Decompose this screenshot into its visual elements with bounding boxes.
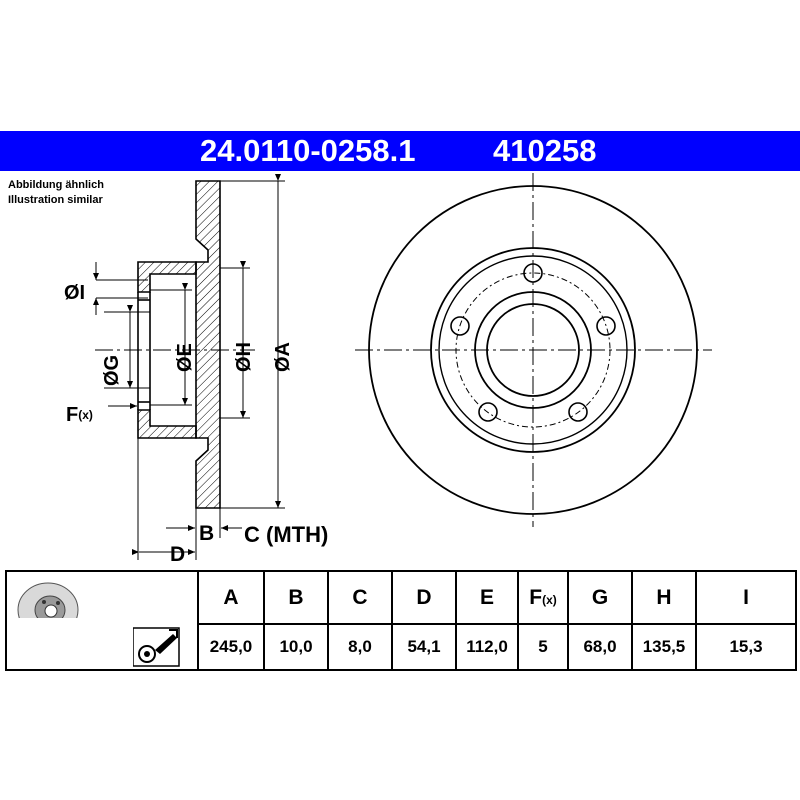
value-H: 135,5: [631, 623, 697, 671]
value-C: 8,0: [327, 623, 393, 671]
illustration-note: Abbildung ähnlich Illustration similar: [8, 178, 104, 208]
col-header-D: D: [391, 570, 457, 625]
dim-G: [104, 305, 150, 389]
hat-outer-circle: [430, 247, 636, 453]
dim-H: [220, 261, 250, 419]
thumbnail-cell: [5, 570, 199, 624]
label-G: ØG: [101, 355, 123, 386]
specs-value-row: 245,0 10,0 8,0 54,1 112,0 5 68,0 135,5 1…: [5, 623, 797, 671]
note-line-en: Illustration similar: [8, 194, 103, 206]
front-view: [355, 173, 712, 527]
value-E: 112,0: [455, 623, 519, 671]
dim-I: [93, 262, 148, 315]
note-line-de: Abbildung ähnlich: [8, 179, 104, 191]
col-header-A: A: [197, 570, 265, 625]
technical-drawing: ØI ØG ØE ØH ØA F(x) B C (MTH): [64, 173, 712, 566]
hat-section-bottom: [137, 409, 197, 439]
value-A: 245,0: [197, 623, 265, 671]
col-header-H: H: [631, 570, 697, 625]
label-I: ØI: [64, 282, 85, 304]
part-number: 24.0110-0258.1: [200, 133, 416, 168]
col-header-B: B: [263, 570, 329, 625]
hat-inner-circle: [438, 255, 628, 445]
specs-table: A B C D E F(x) G H I 245,0 10,0 8,0 54,1…: [5, 570, 797, 671]
col-header-F: F(x): [517, 570, 569, 625]
col-header-I: I: [695, 570, 797, 625]
bolt-hole: [450, 316, 470, 336]
disc-outer-circle: [368, 185, 698, 515]
label-E: ØE: [174, 343, 196, 372]
bolt-circle: [455, 272, 611, 428]
label-A: ØA: [272, 342, 294, 372]
bolt-holes: [450, 263, 616, 422]
torque-wrench-icon: [133, 626, 180, 667]
label-B: B: [199, 522, 214, 545]
header-banner: 24.0110-0258.1 410258: [0, 131, 800, 171]
bolt-hole: [568, 402, 588, 422]
label-F: F(x): [66, 404, 93, 426]
col-header-E: E: [455, 570, 519, 625]
specs-header-row: A B C D E F(x) G H I: [5, 570, 797, 625]
dim-B-C: [166, 508, 242, 538]
dim-A: [220, 174, 285, 509]
bolt-hole: [478, 402, 498, 422]
center-bore: [486, 303, 580, 397]
col-header-C: C: [327, 570, 393, 625]
bolt-hole: [596, 316, 616, 336]
reference-number: 410258: [493, 133, 597, 168]
dim-E: [150, 283, 192, 406]
value-D: 54,1: [391, 623, 457, 671]
label-C: C (MTH): [244, 522, 328, 547]
label-H: ØH: [233, 342, 255, 372]
disc-wall-section: [195, 180, 221, 509]
value-G: 68,0: [567, 623, 633, 671]
value-I: 15,3: [695, 623, 797, 671]
col-header-G: G: [567, 570, 633, 625]
torque-cell: [5, 624, 199, 671]
dim-D: [132, 438, 197, 560]
value-B: 10,0: [263, 623, 329, 671]
hub-circle: [474, 291, 592, 409]
bolt-hole: [523, 263, 543, 283]
brake-disc-thumbnail-icon: [17, 582, 79, 624]
hat-section-top: [137, 261, 197, 293]
value-F: 5: [517, 623, 569, 671]
label-D: D: [170, 543, 185, 566]
